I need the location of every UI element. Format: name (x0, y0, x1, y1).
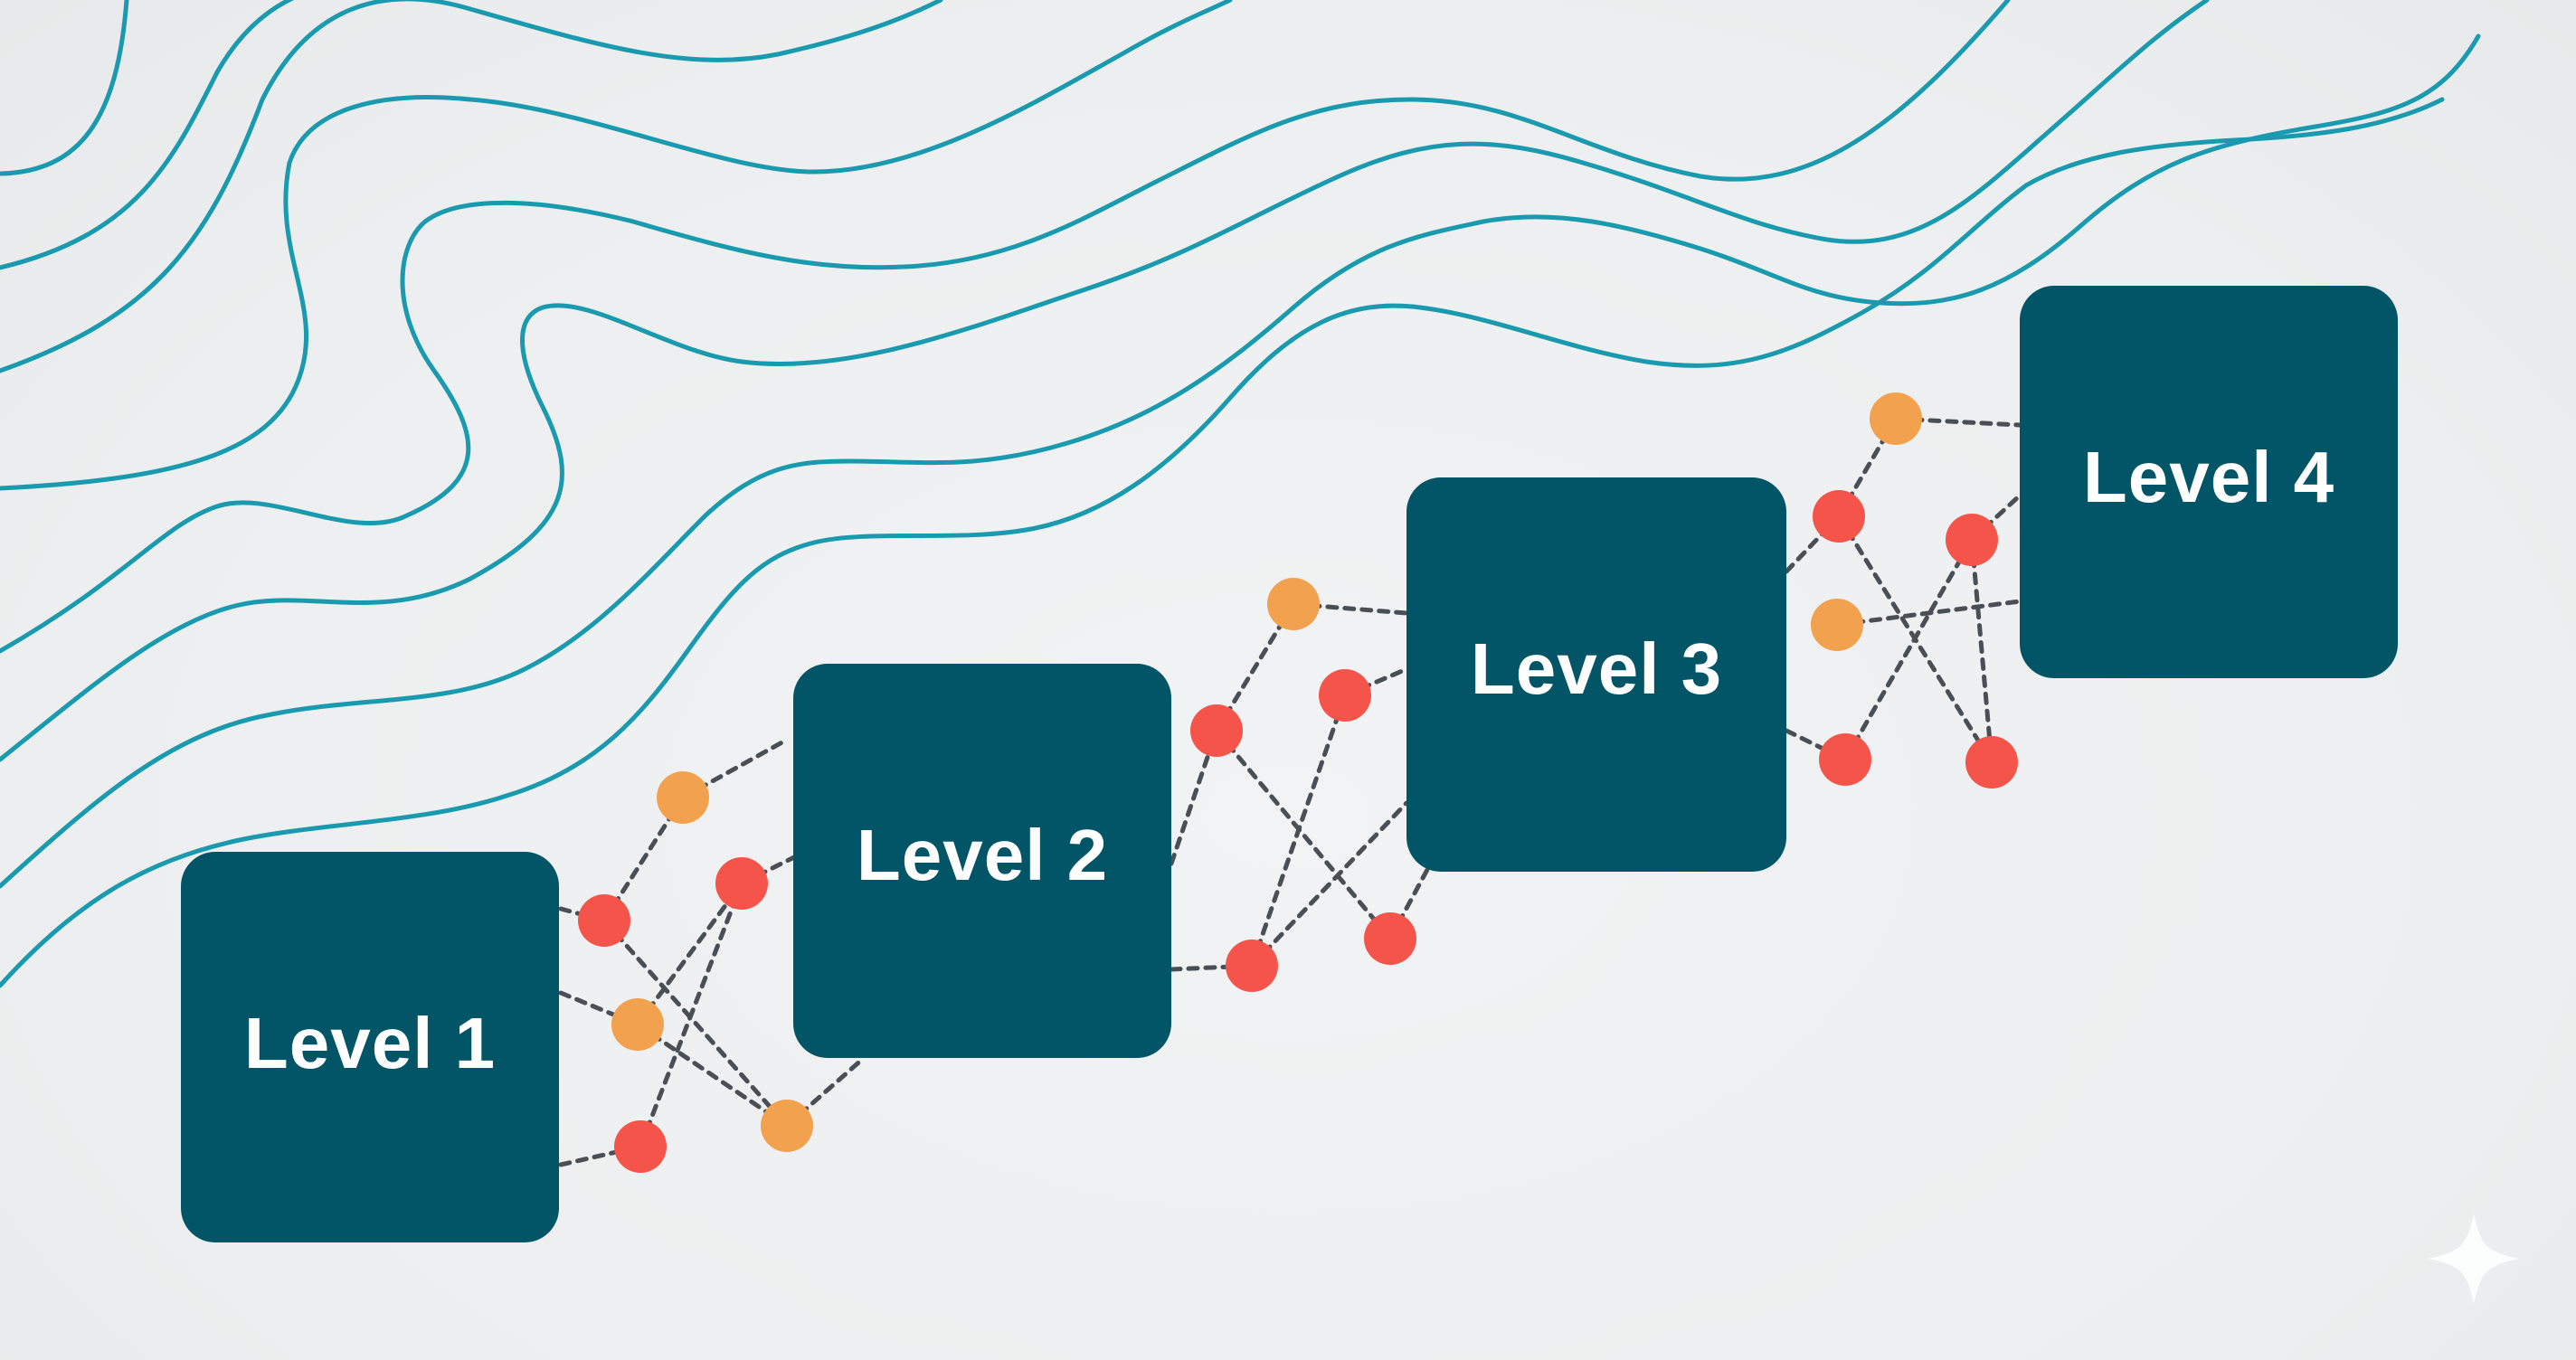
level-4-label: Level 4 (2083, 437, 2334, 517)
contour-line (0, 0, 943, 373)
node-red (1190, 704, 1243, 757)
node-red (1813, 490, 1865, 543)
contour-line (0, 33, 2481, 889)
level-3-label: Level 3 (1471, 628, 1722, 709)
connectors (558, 416, 2022, 1167)
node-red (578, 894, 630, 947)
contour-line (0, 0, 2011, 654)
node-orange (611, 998, 664, 1051)
connector-line (635, 881, 744, 1027)
node-red (1965, 736, 2018, 789)
level-2-block: Level 2 (793, 664, 1171, 1058)
level-4-block: Level 4 (2020, 286, 2398, 678)
node-red (614, 1120, 667, 1173)
node-red (1364, 912, 1416, 965)
connector-line (1784, 514, 1842, 574)
node-orange (1870, 392, 1922, 445)
contour-line (0, 0, 1233, 491)
connector-line (601, 918, 790, 1129)
connector-line (1249, 693, 1348, 968)
connector-line (1842, 537, 1975, 762)
connector-line (1969, 537, 1994, 765)
node-orange (657, 771, 709, 824)
level-blocks: Level 1 Level 2 Level 3 Level 4 (181, 286, 2398, 1242)
node-red (1319, 669, 1371, 722)
nodes (578, 392, 2018, 1173)
contour-line (0, 0, 295, 270)
connector-line (1214, 728, 1393, 941)
connector-line (1834, 599, 2022, 628)
sparkle-icon (2429, 1214, 2519, 1304)
connector-line (1169, 728, 1219, 866)
node-red (1819, 733, 1871, 786)
connector-line (635, 1022, 790, 1129)
level-3-block: Level 3 (1406, 477, 1786, 872)
connector-line (1249, 800, 1409, 968)
node-orange (1267, 578, 1320, 630)
node-red (1946, 514, 1998, 566)
node-red (1226, 940, 1278, 992)
connector-line (638, 881, 744, 1149)
contour-line (0, 97, 2445, 988)
contour-lines (0, 0, 2481, 988)
level-2-label: Level 2 (857, 815, 1108, 895)
node-red (715, 857, 768, 910)
level-1-label: Level 1 (244, 1003, 496, 1083)
contour-line (0, 0, 2210, 762)
connector-line (1387, 864, 1432, 941)
node-orange (1811, 599, 1863, 651)
node-orange (761, 1100, 813, 1152)
contour-line (0, 0, 129, 176)
level-1-block: Level 1 (181, 852, 559, 1242)
